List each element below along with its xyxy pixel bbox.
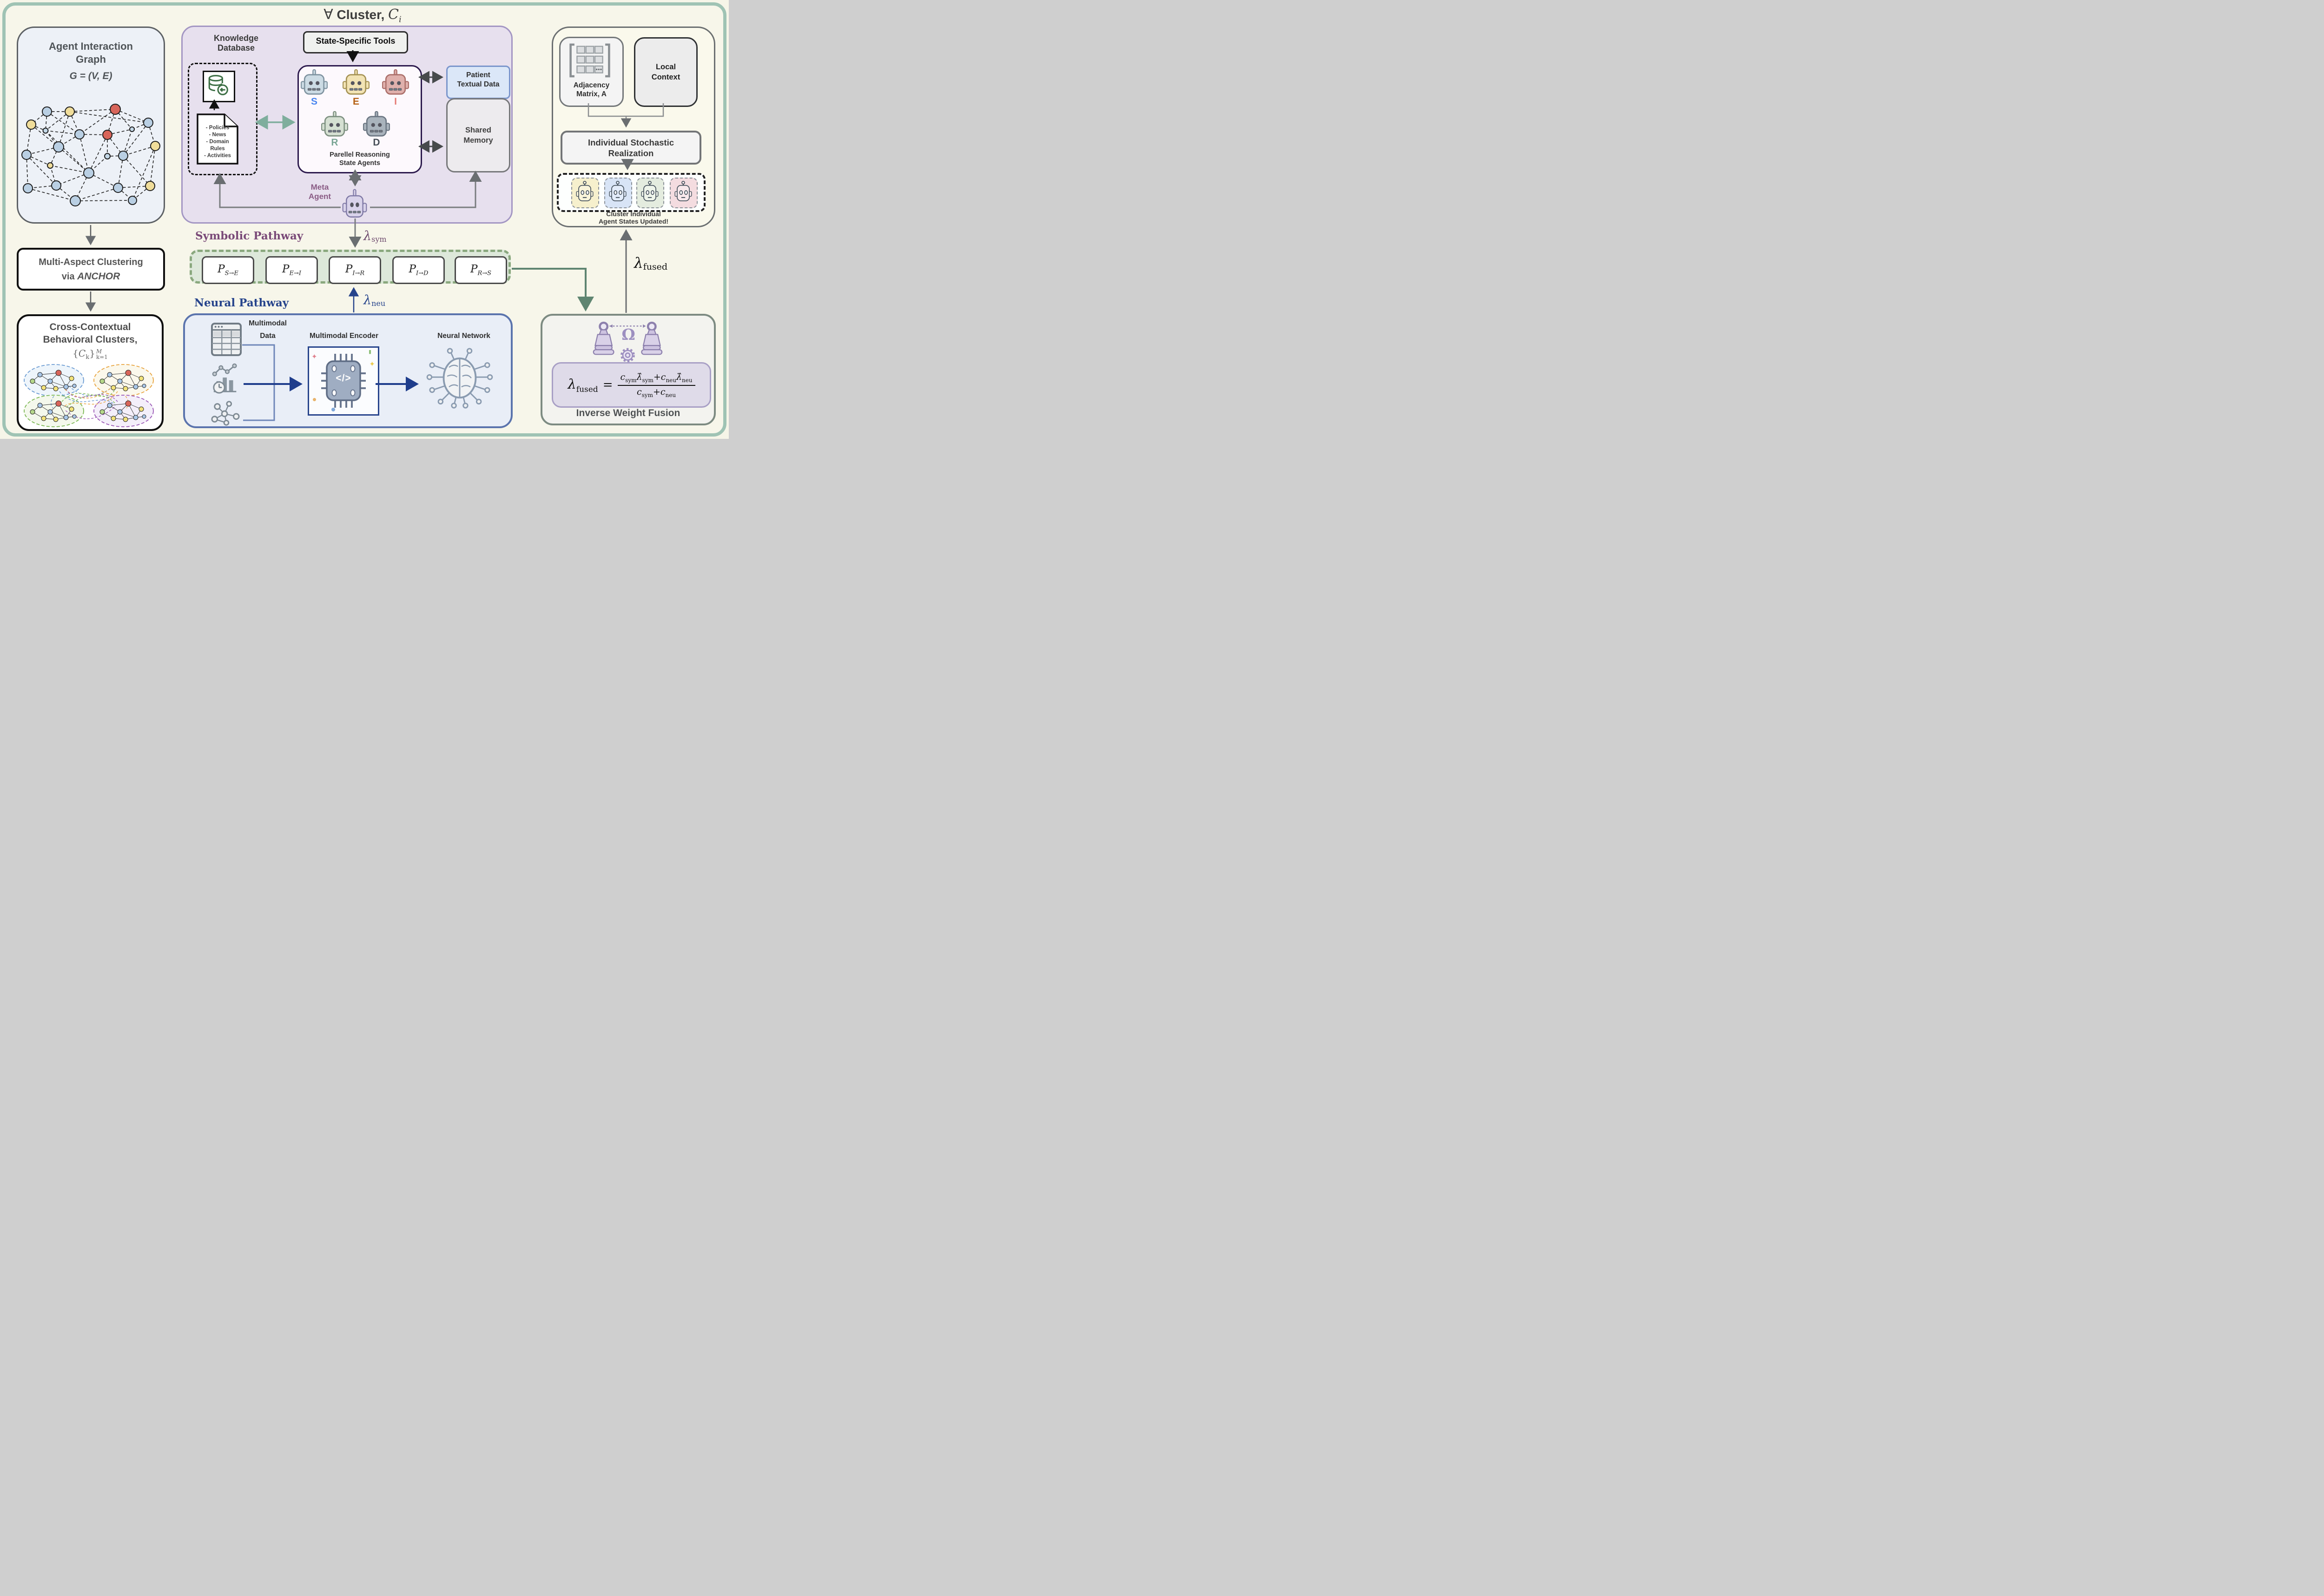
multimodal-encoder-box: </> ✦ ✦ ▮ (308, 346, 379, 416)
chip-icon (321, 354, 366, 408)
neural-network-label: Neural Network (437, 332, 490, 340)
knowledge-database-label: Knowledge Database (213, 33, 258, 53)
robot-icon (641, 180, 659, 201)
inverse-weight-fusion-box: λfused = csymλ̂sym+cneuλ̂neu csym+cneu I… (541, 314, 716, 425)
matrix-icon (569, 43, 610, 78)
gear-icon (621, 348, 635, 363)
behavioral-clusters-graphic (24, 364, 154, 427)
graph-formula: G = (V, E) (69, 71, 112, 81)
code-glyph: </> (336, 373, 351, 384)
robot-icon-r (321, 111, 348, 137)
agent-label-s: S (310, 96, 317, 107)
figure-title: ∀ Cluster, Ci (324, 7, 402, 25)
document-text: - Policies - News - Domain Rules - Activ… (204, 125, 231, 159)
database-icon (208, 75, 228, 95)
individual-stochastic-realization-box: Individual Stochastic Realization (561, 131, 701, 165)
graph-data-icon (211, 401, 240, 426)
robot-icon (576, 180, 594, 201)
updated-agents-box (557, 173, 706, 212)
shared-memory-box: Shared Memory (446, 98, 510, 172)
meta-agent-robot-icon (342, 189, 367, 218)
robot-icon (609, 180, 627, 201)
multimodal-data-label: Multimodal (249, 319, 287, 327)
transition-box-i-d: PI→D (392, 256, 445, 284)
transition-box-r-s: PR→S (455, 256, 507, 284)
figure-canvas: ∀ Cluster, Ci Agent Interaction Graph G … (0, 0, 729, 439)
robot-icon-e (343, 69, 370, 95)
inverse-weight-fusion-label: Inverse Weight Fusion (576, 408, 680, 418)
lambda-sym-label: λsym (363, 229, 387, 244)
dot-decoration (313, 398, 316, 401)
lambda-fused-label: λfused (634, 255, 668, 272)
transition-box-s-e: PS→E (202, 256, 254, 284)
state-specific-tools-box: State-Specific Tools (303, 31, 408, 53)
transition-box-e-i: PE→I (265, 256, 318, 284)
individual-realization-panel: Adjacency Matrix, A Local Context Indivi… (552, 26, 715, 227)
agent-label-d: D (373, 137, 380, 148)
agent-label-r: R (331, 137, 338, 148)
meta-agent-label: Meta Agent (308, 183, 331, 201)
database-icon-box (203, 71, 235, 102)
neural-pathway-panel: Multimodal Data Multimodal Encoder Neura… (183, 313, 513, 428)
fusion-formula: λfused = csymλ̂sym+cneuλ̂neu csym+cneu (552, 362, 711, 408)
anchor-method-name: ANCHOR (77, 271, 120, 282)
robot-icon-d (363, 111, 390, 137)
agent-chip-green (636, 178, 664, 208)
document-icon: - Policies - News - Domain Rules - Activ… (197, 113, 238, 165)
robot-icon-i (382, 69, 409, 95)
weights-balance-icon (593, 321, 663, 363)
neural-pathway-title: Neural Pathway (194, 297, 289, 309)
local-context-box: Local Context (634, 37, 698, 107)
omega-symbol: Ω (621, 325, 635, 344)
cross-contextual-clusters-box: Cross-Contextual Behavioral Clusters, {C… (17, 314, 164, 431)
cluster-updated-label: Cluster Individual Agent States Updated! (598, 210, 669, 225)
agent-chip-yellow (571, 178, 599, 208)
sparkle-icon: ✦ (311, 353, 317, 361)
agent-label-i: I (394, 96, 397, 107)
symbolic-pathway-box: PS→E PE→I PI→R PI→D PR→S (190, 250, 511, 284)
agent-chip-blue (604, 178, 632, 208)
robot-icon-s (301, 69, 328, 95)
interaction-network-graphic (21, 104, 160, 206)
dot-decoration (331, 408, 335, 411)
knowledge-database-group: - Policies - News - Domain Rules - Activ… (188, 63, 257, 175)
transition-box-i-r: PI→R (329, 256, 381, 284)
agent-chip-pink (670, 178, 698, 208)
symbolic-pathway-title: Symbolic Pathway (195, 230, 304, 242)
panel-title: Agent Interaction Graph (49, 40, 133, 65)
sparkle-icon: ▮ (368, 349, 371, 355)
state-agents-box: S E I R D Parellel Reasoning State Agent… (297, 65, 422, 173)
robot-icon (674, 180, 692, 201)
adjacency-matrix-box: Adjacency Matrix, A (559, 37, 624, 107)
sparkle-icon: ✦ (369, 360, 375, 368)
cluster-reasoning-panel: Knowledge Database (181, 26, 513, 224)
multi-aspect-clustering-box: Multi-Aspect Clustering via ANCHOR (17, 248, 165, 291)
agent-interaction-graph-panel: Agent Interaction Graph G = (V, E) (17, 26, 165, 224)
neural-network-brain-icon (426, 348, 493, 409)
chart-data-icon (212, 363, 237, 394)
multimodal-encoder-label: Multimodal Encoder (309, 332, 379, 340)
forall-symbol: ∀ (324, 7, 333, 23)
document-shape (197, 113, 238, 165)
agent-label-e: E (352, 96, 359, 107)
lambda-neu-label: λneu (363, 293, 386, 308)
patient-textual-data-box: Patient Textual Data (446, 66, 510, 99)
table-data-icon (211, 323, 242, 356)
